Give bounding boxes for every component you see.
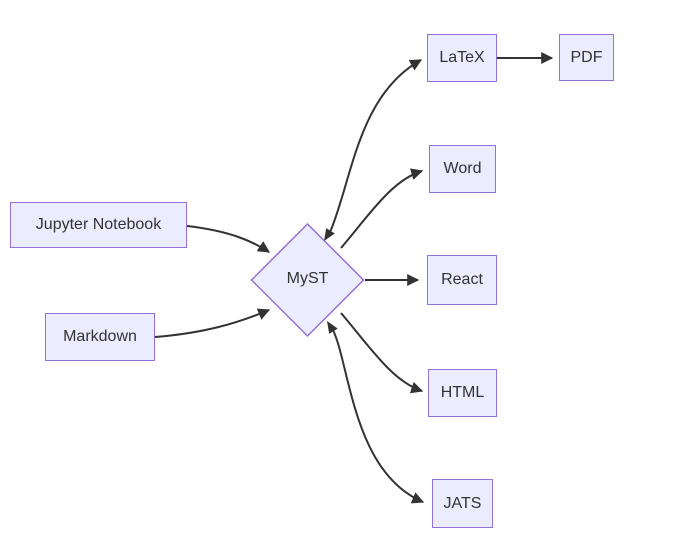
- node-react-label: React: [441, 271, 483, 288]
- edge-myst-latex-reverse-arrowhead: [324, 228, 335, 241]
- node-jupyter-notebook: Jupyter Notebook: [10, 202, 187, 248]
- node-html: HTML: [428, 369, 497, 417]
- edge-markdown-to-myst: [154, 308, 271, 338]
- node-pdf-label: PDF: [570, 48, 603, 66]
- node-jats-label: JATS: [443, 494, 482, 512]
- node-latex: LaTeX: [427, 34, 497, 82]
- edge-myst-jats-bidirectional: [332, 330, 425, 504]
- node-markdown-label: Markdown: [63, 328, 137, 345]
- node-pdf: PDF: [559, 34, 614, 81]
- edge-jupyter-to-myst: [186, 225, 271, 253]
- node-markdown: Markdown: [45, 313, 155, 361]
- node-react: React: [427, 255, 497, 305]
- node-jupyter-notebook-label: Jupyter Notebook: [35, 216, 162, 233]
- node-myst-shape: [250, 222, 365, 338]
- edge-myst-to-html: [340, 312, 424, 394]
- edge-myst-to-word: [340, 168, 424, 249]
- node-jats: JATS: [432, 479, 493, 528]
- node-latex-label: LaTeX: [439, 49, 485, 66]
- node-word-label: Word: [443, 160, 482, 177]
- edge-myst-latex-bidirectional: [329, 59, 423, 232]
- node-word: Word: [429, 145, 496, 193]
- node-myst-label: MyST: [286, 270, 329, 287]
- node-html-label: HTML: [440, 384, 485, 401]
- edge-myst-jats-reverse-arrowhead: [327, 321, 338, 334]
